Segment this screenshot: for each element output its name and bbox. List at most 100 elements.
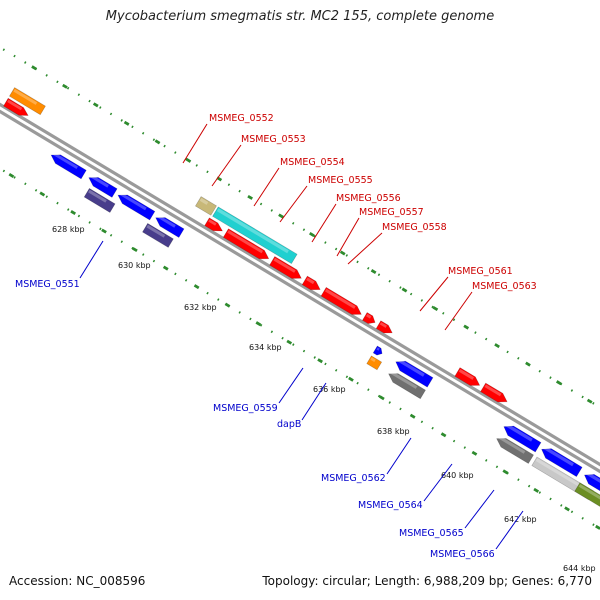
cds-arrow-forward-shape xyxy=(269,256,302,279)
navy-feature xyxy=(83,188,116,213)
leader-line-forward xyxy=(347,232,383,265)
gene-label-reverse: MSMEG_0565 xyxy=(399,528,464,539)
cds-arrow-reverse-highlight xyxy=(157,214,176,228)
major-tick-mark xyxy=(317,358,323,364)
major-tick-mark xyxy=(586,398,593,404)
cds-arrow-top-left xyxy=(3,97,29,116)
cds-arrow-forward-highlight xyxy=(324,288,356,309)
cds-arrow-reverse-highlight xyxy=(52,152,79,170)
leader-line-forward xyxy=(182,123,208,164)
major-tick-mark xyxy=(154,139,161,145)
gene-label-reverse: dapB xyxy=(277,419,301,430)
gene-label-forward: MSMEG_0561 xyxy=(448,266,513,277)
cds-arrow-forward-shape xyxy=(375,320,393,334)
cds-arrow-forward xyxy=(362,312,376,324)
cds-arrow-forward xyxy=(375,320,393,334)
gene-label-forward: MSMEG_0558 xyxy=(382,222,447,233)
gray-feature-highlight xyxy=(389,370,418,389)
gray-feature-shape xyxy=(388,373,426,400)
orange-feature-left-highlight xyxy=(13,88,38,105)
major-tick-mark xyxy=(162,265,169,271)
cds-arrow-forward-highlight xyxy=(458,369,475,380)
leader-line-reverse xyxy=(278,367,304,404)
cds-arrow-reverse-highlight xyxy=(397,358,425,377)
cds-arrow-forward xyxy=(480,382,508,403)
cds-arrow-forward xyxy=(301,275,321,291)
leader-line-reverse xyxy=(495,510,524,550)
cds-arrow-forward-highlight xyxy=(227,230,264,254)
orange-feature-small xyxy=(366,355,383,371)
gene-label-reverse: MSMEG_0562 xyxy=(321,473,386,484)
cds-arrow-reverse xyxy=(395,358,434,388)
cds-arrow-forward-highlight xyxy=(273,257,296,273)
cds-arrow-top-left-shape xyxy=(3,97,29,116)
leader-line-reverse xyxy=(386,437,412,475)
cds-arrow-reverse xyxy=(503,423,542,453)
cds-arrow-reverse-highlight xyxy=(585,471,600,492)
gene-label-forward: MSMEG_0553 xyxy=(241,134,306,145)
leader-line-forward xyxy=(336,217,360,257)
cds-arrow-reverse-shape xyxy=(50,154,87,180)
cds-arrow-reverse-shape xyxy=(503,425,542,453)
major-tick-mark xyxy=(92,102,99,108)
leader-line-forward xyxy=(253,167,280,207)
tan-feature-shape xyxy=(195,196,217,216)
cds-arrow-reverse-highlight xyxy=(119,192,147,211)
cds-arrow-reverse-highlight xyxy=(505,423,533,442)
major-tick-mark xyxy=(39,191,46,197)
cds-arrow-forward xyxy=(204,217,223,232)
cyan-feature-shape xyxy=(212,206,298,265)
major-tick-mark xyxy=(378,395,385,401)
major-tick-mark xyxy=(339,250,346,256)
tick-label: 638 kbp xyxy=(377,427,410,436)
small-blue-arrow-highlight xyxy=(376,347,380,351)
gray-feature xyxy=(496,435,534,464)
major-tick-mark xyxy=(70,210,77,216)
major-tick-mark xyxy=(101,228,107,234)
cds-arrow-forward-shape xyxy=(454,367,481,386)
major-tick-mark xyxy=(401,287,408,293)
gene-label-forward: MSMEG_0557 xyxy=(359,207,424,218)
orange-feature-small-shape xyxy=(366,355,383,371)
cds-arrow-top-left-highlight xyxy=(7,99,23,111)
cds-arrow-forward-shape xyxy=(301,275,321,291)
major-tick-mark xyxy=(471,450,478,456)
tick-label: 640 kbp xyxy=(441,471,474,480)
backbone-line xyxy=(0,102,600,467)
major-tick-mark xyxy=(409,413,416,419)
tick-label: 642 kbp xyxy=(504,515,537,524)
cds-arrow-forward-shape xyxy=(204,217,223,232)
major-tick-mark xyxy=(31,65,37,71)
cds-arrow-forward-shape xyxy=(320,286,362,315)
cds-arrow-reverse xyxy=(541,445,583,478)
gray-feature-highlight xyxy=(498,435,526,454)
cyan-feature xyxy=(212,206,298,265)
map-title: Mycobacterium smegmatis str. MC2 155, co… xyxy=(105,9,495,24)
major-tick-mark xyxy=(132,247,138,253)
major-tick-mark xyxy=(564,506,570,512)
cds-arrow-forward xyxy=(269,256,302,279)
major-tick-mark xyxy=(123,120,130,126)
cds-arrow-reverse-shape xyxy=(88,177,118,198)
navy-feature-highlight xyxy=(146,224,166,238)
major-tick-mark xyxy=(278,213,284,219)
cds-arrow-reverse xyxy=(50,152,87,180)
tick-label: 630 kbp xyxy=(118,261,151,270)
leader-line-reverse xyxy=(423,463,453,502)
lightgray-feature-highlight xyxy=(535,458,586,490)
major-tick-mark xyxy=(185,157,192,163)
major-tick-mark xyxy=(62,83,68,89)
navy-feature xyxy=(142,223,174,248)
cds-arrow-reverse xyxy=(88,174,118,198)
olive-feature-highlight xyxy=(578,484,600,504)
tick-label: 636 kbp xyxy=(313,385,346,394)
major-tick-mark xyxy=(533,487,540,493)
gene-label-reverse: MSMEG_0566 xyxy=(430,549,495,560)
major-tick-mark xyxy=(8,172,15,178)
gray-feature xyxy=(388,370,426,400)
tick-label: 644 kbp xyxy=(563,564,596,573)
major-tick-mark xyxy=(432,306,439,312)
leader-line-forward xyxy=(419,276,449,312)
gene-label-reverse: MSMEG_0551 xyxy=(15,279,80,290)
